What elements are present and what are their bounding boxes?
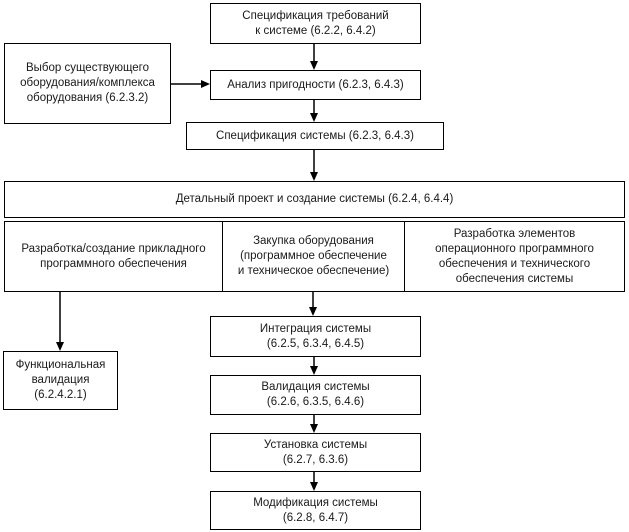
node-os-elements-dev: Разработка элементов операционного прогр… (404, 221, 625, 292)
node-system-specification: Спецификация системы (6.2.3, 6.4.3) (186, 122, 444, 150)
arrow-installation-to-modification (310, 472, 318, 491)
arrow-equipment-purchase-to-integration (309, 291, 317, 316)
arrow-integration-to-validation (310, 357, 318, 375)
node-app-software-dev: Разработка/создание прикладного программ… (4, 221, 223, 292)
arrow-system-specification-to-detailed-design (310, 150, 318, 181)
node-select-equipment: Выбор существующего оборудования/комплек… (4, 43, 171, 124)
node-system-validation: Валидация системы (6.2.6, 6.3.5, 6.4.6) (210, 375, 421, 415)
node-suitability-analysis: Анализ пригодности (6.2.3, 6.4.3) (210, 70, 421, 100)
arrow-app-software-dev-to-functional-validation (56, 291, 64, 351)
arrow-spec-requirements-to-analysis (310, 44, 318, 70)
node-system-integration: Интеграция системы (6.2.5, 6.3.4, 6.4.5) (210, 316, 421, 357)
arrow-select-equipment-to-analysis (171, 80, 210, 88)
node-spec-requirements: Спецификация требований к системе (6.2.2… (210, 3, 421, 44)
node-system-modification: Модификация системы (6.2.8, 6.4.7) (210, 491, 421, 530)
node-functional-validation: Функциональная валидация (6.2.4.2.1) (3, 351, 118, 410)
node-system-installation: Установка системы (6.2.7, 6.3.6) (210, 433, 421, 472)
arrow-analysis-to-system-specification (310, 100, 318, 122)
node-detailed-design: Детальный проект и создание системы (6.2… (4, 181, 625, 218)
arrow-validation-to-installation (310, 415, 318, 433)
node-equipment-purchase: Закупка оборудования (программное обеспе… (222, 221, 405, 292)
